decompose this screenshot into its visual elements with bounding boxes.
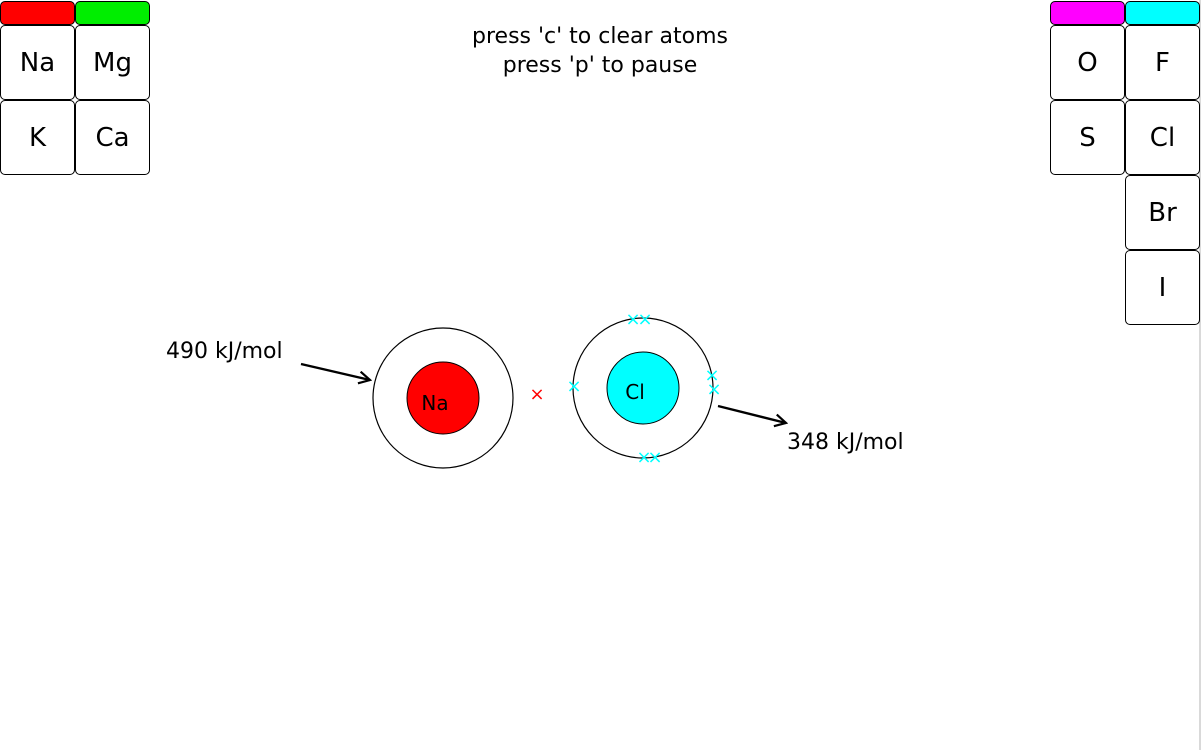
shell-electron: × xyxy=(625,309,640,330)
electron-affinity-label: 348 kJ/mol xyxy=(787,430,904,455)
element-button-br[interactable]: Br xyxy=(1125,175,1200,250)
chlorine-symbol: Cl xyxy=(625,380,645,404)
sodium-symbol: Na xyxy=(421,391,448,415)
sodium-atom[interactable]: Na xyxy=(372,327,514,469)
chlorine-atom[interactable]: Cl × × × × × × × xyxy=(566,309,721,468)
clear-instruction: press 'c' to clear atoms xyxy=(472,24,728,49)
pause-instruction: press 'p' to pause xyxy=(502,53,698,78)
ionization-energy-arrow xyxy=(300,362,370,380)
shell-electron: × xyxy=(637,309,652,330)
element-button-ca[interactable]: Ca xyxy=(75,100,150,175)
shell-electron: × xyxy=(647,447,662,468)
group-17-color-cap xyxy=(1125,1,1200,25)
canvas-edge-divider xyxy=(1199,0,1201,750)
element-button-na[interactable]: Na xyxy=(0,25,75,100)
transferring-electron: × xyxy=(529,384,544,405)
element-button-k[interactable]: K xyxy=(0,100,75,175)
ionization-energy-label: 490 kJ/mol xyxy=(166,339,283,364)
element-button-cl[interactable]: Cl xyxy=(1125,100,1200,175)
electron-affinity-arrow xyxy=(717,404,786,423)
group-1-color-cap xyxy=(0,1,75,25)
shell-electron: × xyxy=(566,376,581,397)
element-button-i[interactable]: I xyxy=(1125,250,1200,325)
shell-electron: × xyxy=(636,447,651,468)
element-button-mg[interactable]: Mg xyxy=(75,25,150,100)
chlorine-nucleus xyxy=(606,351,680,425)
group-2-color-cap xyxy=(75,1,150,25)
element-button-s[interactable]: S xyxy=(1050,100,1125,175)
shell-electron: × xyxy=(704,365,719,386)
group-16-color-cap xyxy=(1050,1,1125,25)
element-button-o[interactable]: O xyxy=(1050,25,1125,100)
keyboard-instructions: press 'c' to clear atoms press 'p' to pa… xyxy=(400,22,800,80)
sodium-nucleus xyxy=(406,361,480,435)
shell-electron: × xyxy=(706,379,721,400)
element-button-f[interactable]: F xyxy=(1125,25,1200,100)
